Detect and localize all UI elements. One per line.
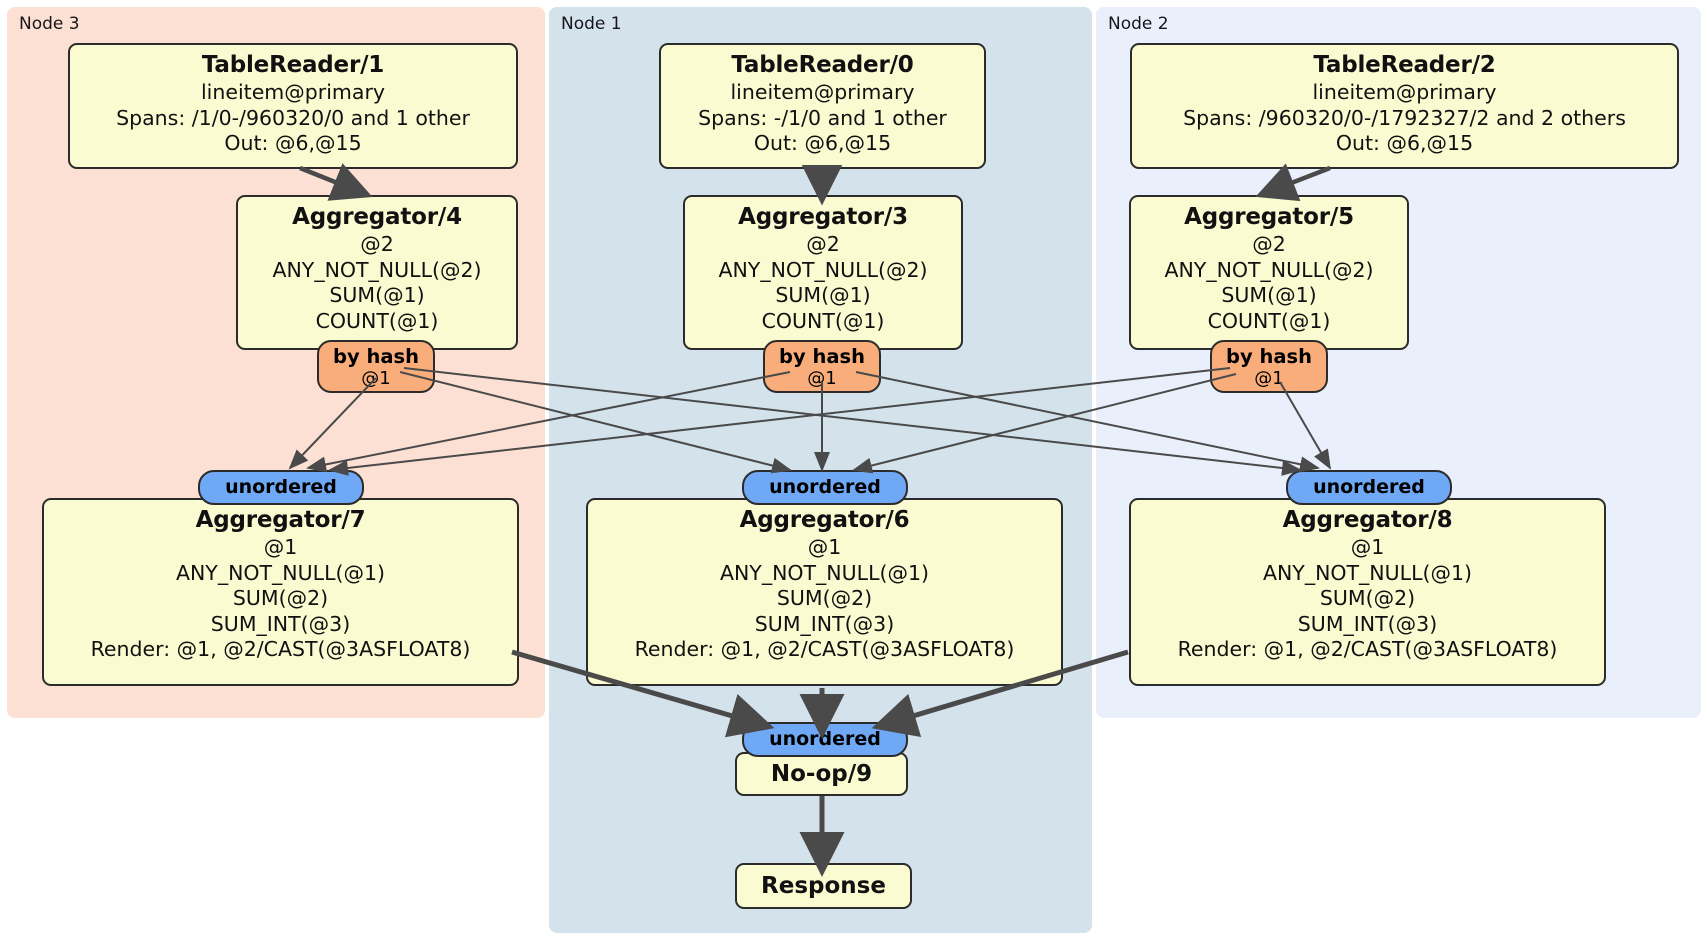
router-by-hash-left[interactable]: by hash @1 bbox=[317, 340, 435, 393]
processor-detail-line: SUM_INT(@3) bbox=[210, 611, 351, 636]
router-by-hash-title: by hash bbox=[779, 345, 865, 368]
processor-detail-line: @1 bbox=[263, 535, 298, 559]
processor-detail-line: @1 bbox=[807, 535, 842, 559]
processor-title: TableReader/0 bbox=[731, 52, 914, 78]
processor-detail-line: @2 bbox=[1252, 232, 1286, 256]
router-by-hash-title: by hash bbox=[1226, 345, 1312, 368]
processor-detail-line: SUM(@1) bbox=[329, 283, 425, 307]
processor-detail-line: SUM_INT(@3) bbox=[1297, 611, 1438, 636]
processor-aggregator-3[interactable]: Aggregator/3 @2 ANY_NOT_NULL(@2) SUM(@1)… bbox=[683, 195, 963, 350]
processor-aggregator-5[interactable]: Aggregator/5 @2 ANY_NOT_NULL(@2) SUM(@1)… bbox=[1129, 195, 1409, 350]
processor-title: TableReader/1 bbox=[201, 52, 385, 78]
processor-aggregator-6[interactable]: Aggregator/6 @1 ANY_NOT_NULL(@1) SUM(@2)… bbox=[586, 498, 1063, 686]
processor-table-reader-0[interactable]: TableReader/0 lineitem@primary Spans: -/… bbox=[659, 43, 986, 169]
router-by-hash-key: @1 bbox=[1254, 368, 1284, 389]
processor-detail-line: lineitem@primary bbox=[730, 80, 915, 104]
processor-title: Aggregator/8 bbox=[1282, 507, 1453, 533]
processor-detail-line: @1 bbox=[1350, 535, 1385, 559]
processor-detail-line: lineitem@primary bbox=[1312, 80, 1497, 104]
processor-aggregator-8[interactable]: Aggregator/8 @1 ANY_NOT_NULL(@1) SUM(@2)… bbox=[1129, 498, 1606, 686]
processor-detail-line: SUM_INT(@3) bbox=[754, 611, 895, 636]
router-unordered-label: unordered bbox=[769, 476, 881, 498]
router-by-hash-key: @1 bbox=[807, 368, 837, 389]
processor-detail-line: SUM(@1) bbox=[775, 283, 871, 307]
processor-detail-line: Out: @6,@15 bbox=[224, 131, 362, 155]
processor-detail-line: ANY_NOT_NULL(@2) bbox=[1164, 257, 1374, 282]
processor-title: No-op/9 bbox=[770, 761, 873, 787]
processor-detail-line: lineitem@primary bbox=[200, 80, 386, 104]
processor-detail-line: SUM(@1) bbox=[1221, 283, 1317, 307]
processor-detail-line: Spans: /960320/0-/1792327/2 and 2 others bbox=[1183, 105, 1626, 130]
processor-detail-line: Out: @6,@15 bbox=[1335, 131, 1474, 155]
processor-detail-line: Render: @1, @2/CAST(@3ASFLOAT8) bbox=[90, 637, 471, 661]
processor-title: Response bbox=[761, 873, 886, 899]
processor-detail-line: ANY_NOT_NULL(@2) bbox=[718, 257, 928, 282]
processor-detail-line: @2 bbox=[806, 232, 840, 256]
router-unordered-label: unordered bbox=[769, 728, 881, 750]
processor-detail-line: ANY_NOT_NULL(@1) bbox=[719, 560, 930, 585]
processor-detail-line: SUM(@2) bbox=[776, 586, 873, 610]
processor-title: Aggregator/3 bbox=[738, 204, 908, 230]
processor-table-reader-2[interactable]: TableReader/2 lineitem@primary Spans: /9… bbox=[1130, 43, 1679, 169]
processor-title: Aggregator/7 bbox=[195, 507, 366, 533]
processor-title: Aggregator/5 bbox=[1184, 204, 1354, 230]
processor-aggregator-7[interactable]: Aggregator/7 @1 ANY_NOT_NULL(@1) SUM(@2)… bbox=[42, 498, 519, 686]
processor-detail-line: COUNT(@1) bbox=[761, 308, 885, 333]
router-by-hash-right[interactable]: by hash @1 bbox=[1210, 340, 1328, 393]
processor-detail-line: @2 bbox=[360, 232, 394, 256]
processor-aggregator-4[interactable]: Aggregator/4 @2 ANY_NOT_NULL(@2) SUM(@1)… bbox=[236, 195, 518, 350]
router-unordered-label: unordered bbox=[225, 476, 337, 498]
processor-title: Aggregator/4 bbox=[292, 204, 462, 230]
router-unordered-center[interactable]: unordered bbox=[742, 470, 908, 505]
router-unordered-final[interactable]: unordered bbox=[742, 722, 908, 757]
processor-detail-line: ANY_NOT_NULL(@1) bbox=[1262, 560, 1473, 585]
processor-table-reader-1[interactable]: TableReader/1 lineitem@primary Spans: /1… bbox=[68, 43, 518, 169]
processor-title: TableReader/2 bbox=[1313, 52, 1496, 78]
processor-detail-line: Render: @1, @2/CAST(@3ASFLOAT8) bbox=[1177, 637, 1558, 661]
processor-detail-line: COUNT(@1) bbox=[1207, 308, 1331, 333]
processor-noop-9[interactable]: No-op/9 bbox=[735, 752, 908, 796]
processor-detail-line: Render: @1, @2/CAST(@3ASFLOAT8) bbox=[634, 637, 1015, 661]
router-unordered-left[interactable]: unordered bbox=[198, 470, 364, 505]
router-by-hash-center[interactable]: by hash @1 bbox=[763, 340, 881, 393]
router-unordered-label: unordered bbox=[1313, 476, 1425, 498]
router-by-hash-key: @1 bbox=[361, 368, 391, 389]
processor-response[interactable]: Response bbox=[735, 863, 912, 909]
processor-detail-line: SUM(@2) bbox=[1319, 586, 1416, 610]
node-region-label-node1: Node 1 bbox=[561, 14, 622, 34]
processor-detail-line: Spans: -/1/0 and 1 other bbox=[698, 105, 947, 130]
router-by-hash-title: by hash bbox=[333, 345, 419, 368]
processor-detail-line: ANY_NOT_NULL(@1) bbox=[175, 560, 386, 585]
processor-detail-line: SUM(@2) bbox=[232, 586, 329, 610]
processor-detail-line: COUNT(@1) bbox=[315, 308, 439, 333]
processor-detail-line: ANY_NOT_NULL(@2) bbox=[272, 257, 482, 282]
processor-detail-line: Out: @6,@15 bbox=[753, 131, 892, 155]
processor-detail-line: Spans: /1/0-/960320/0 and 1 other bbox=[116, 105, 470, 130]
router-unordered-right[interactable]: unordered bbox=[1286, 470, 1452, 505]
processor-title: Aggregator/6 bbox=[739, 507, 910, 533]
node-region-label-node3: Node 3 bbox=[19, 14, 80, 34]
node-region-label-node2: Node 2 bbox=[1108, 14, 1169, 34]
